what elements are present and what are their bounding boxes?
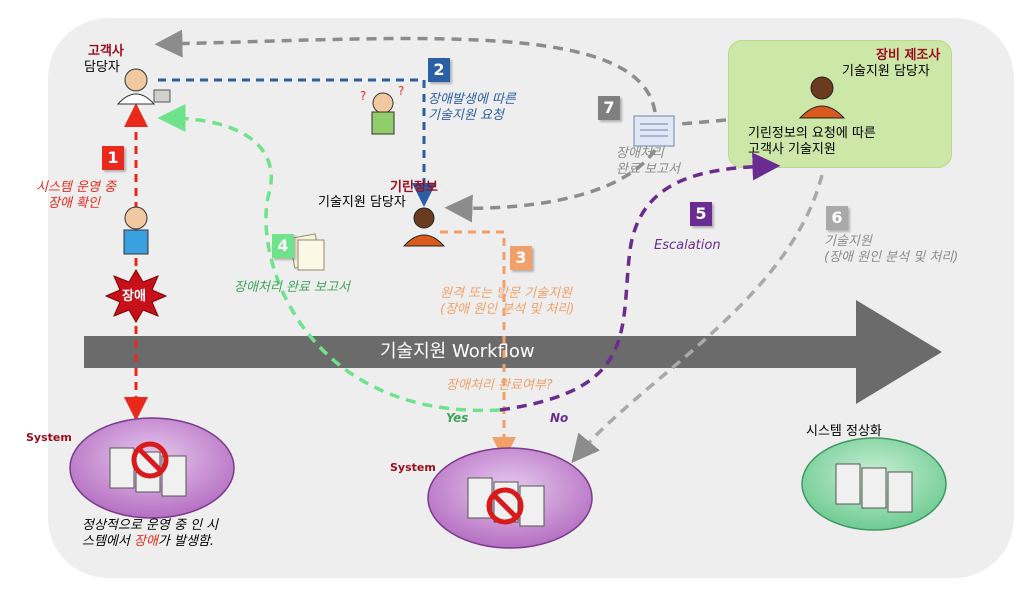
customer-person-icon — [116, 68, 171, 105]
step-5-badge: 5 — [690, 202, 712, 226]
kirin-org: 기린정보 — [390, 180, 438, 195]
step-3-badge: 3 — [510, 246, 532, 270]
step-2-line1: 장애발생에 따른 — [428, 92, 516, 107]
vendor-support-line1: 기린정보의 요청에 따른 — [748, 126, 876, 141]
no-entry-icon-left — [131, 441, 169, 479]
step-7-badge: 7 — [598, 96, 620, 120]
step-3-line2: (장애 원인 분석 및 처리) — [440, 302, 575, 317]
step-4-line1: 장애처리 완료 보고서 — [234, 280, 350, 295]
caption-post: 가 발생함. — [157, 534, 215, 549]
step-1-line1: 시스템 운영 중 — [36, 180, 117, 195]
step-1-line2: 장애 확인 — [48, 196, 100, 211]
svg-text:?: ? — [398, 84, 404, 98]
vendor-person-icon — [798, 76, 846, 119]
step-1-badge: 1 — [102, 146, 124, 170]
arrow-vendor-to-system — [571, 174, 824, 464]
arrow-escalation — [499, 152, 781, 412]
step-7-line1: 장애처리 — [616, 146, 664, 161]
vendor-role: 기술지원 담당자 — [842, 64, 930, 79]
fault-burst — [104, 269, 168, 323]
customer-role: 담당자 — [84, 60, 120, 75]
system-left-caption-2: 스템에서 장애가 발생함. — [82, 534, 214, 550]
step-6-badge: 6 — [826, 206, 848, 230]
step-6-line2: (장애 원인 분석 및 처리) — [824, 250, 959, 265]
vendor-box — [728, 40, 952, 168]
arrow-kirin-to-system — [440, 230, 516, 461]
step-7-line2: 완료 보고서 — [616, 162, 680, 177]
arrow-yes-to-customer — [157, 104, 501, 412]
report-stack-icon — [289, 233, 325, 271]
arrow-vendor-to-report — [679, 118, 727, 126]
system-left-caption-1: 정상적으로 운영 중 인 시 — [82, 518, 219, 533]
confused-person-icon: ? ? — [360, 84, 404, 135]
step-4-badge: 4 — [272, 234, 294, 258]
arrow-report-to-kirin — [444, 148, 657, 223]
workflow-arrow — [84, 300, 942, 404]
step-6-line1: 기술지원 — [824, 234, 872, 249]
kirin-person-icon — [402, 207, 446, 247]
worker-icon — [123, 206, 149, 255]
arrow-report-to-customer — [154, 29, 657, 113]
caption-pre: 스템에서 — [82, 534, 134, 549]
system-middle-label: System — [390, 461, 436, 474]
vendor-support-line2: 고객사 기술지원 — [748, 142, 836, 157]
no-entry-icon-middle — [486, 487, 524, 525]
kirin-role: 기술지원 담당자 — [318, 195, 406, 210]
decision-no: No — [550, 411, 569, 425]
system-left-label: System — [26, 431, 72, 444]
arrow-customer-to-kirin — [158, 78, 436, 207]
server-icon-right — [835, 463, 913, 513]
report-document-icon — [633, 115, 675, 147]
fault-label: 장애 — [122, 289, 146, 304]
step-2-badge: 2 — [428, 58, 450, 82]
decision-yes: Yes — [446, 411, 469, 425]
step-2-line2: 기술지원 요청 — [428, 108, 504, 123]
caption-highlight: 장애 — [133, 534, 158, 549]
step-3-line1: 원격 또는 방문 기술지원 — [440, 286, 572, 301]
decision-question: 장애처리 완료여부? — [446, 378, 553, 393]
customer-org: 고객사 — [88, 44, 124, 59]
workflow-title: 기술지원 Workflow — [380, 341, 535, 362]
system-right-label: 시스템 정상화 — [806, 424, 882, 439]
step-5-line1: Escalation — [654, 238, 721, 253]
vendor-org: 장비 제조사 — [876, 48, 941, 63]
svg-text:?: ? — [360, 89, 366, 103]
